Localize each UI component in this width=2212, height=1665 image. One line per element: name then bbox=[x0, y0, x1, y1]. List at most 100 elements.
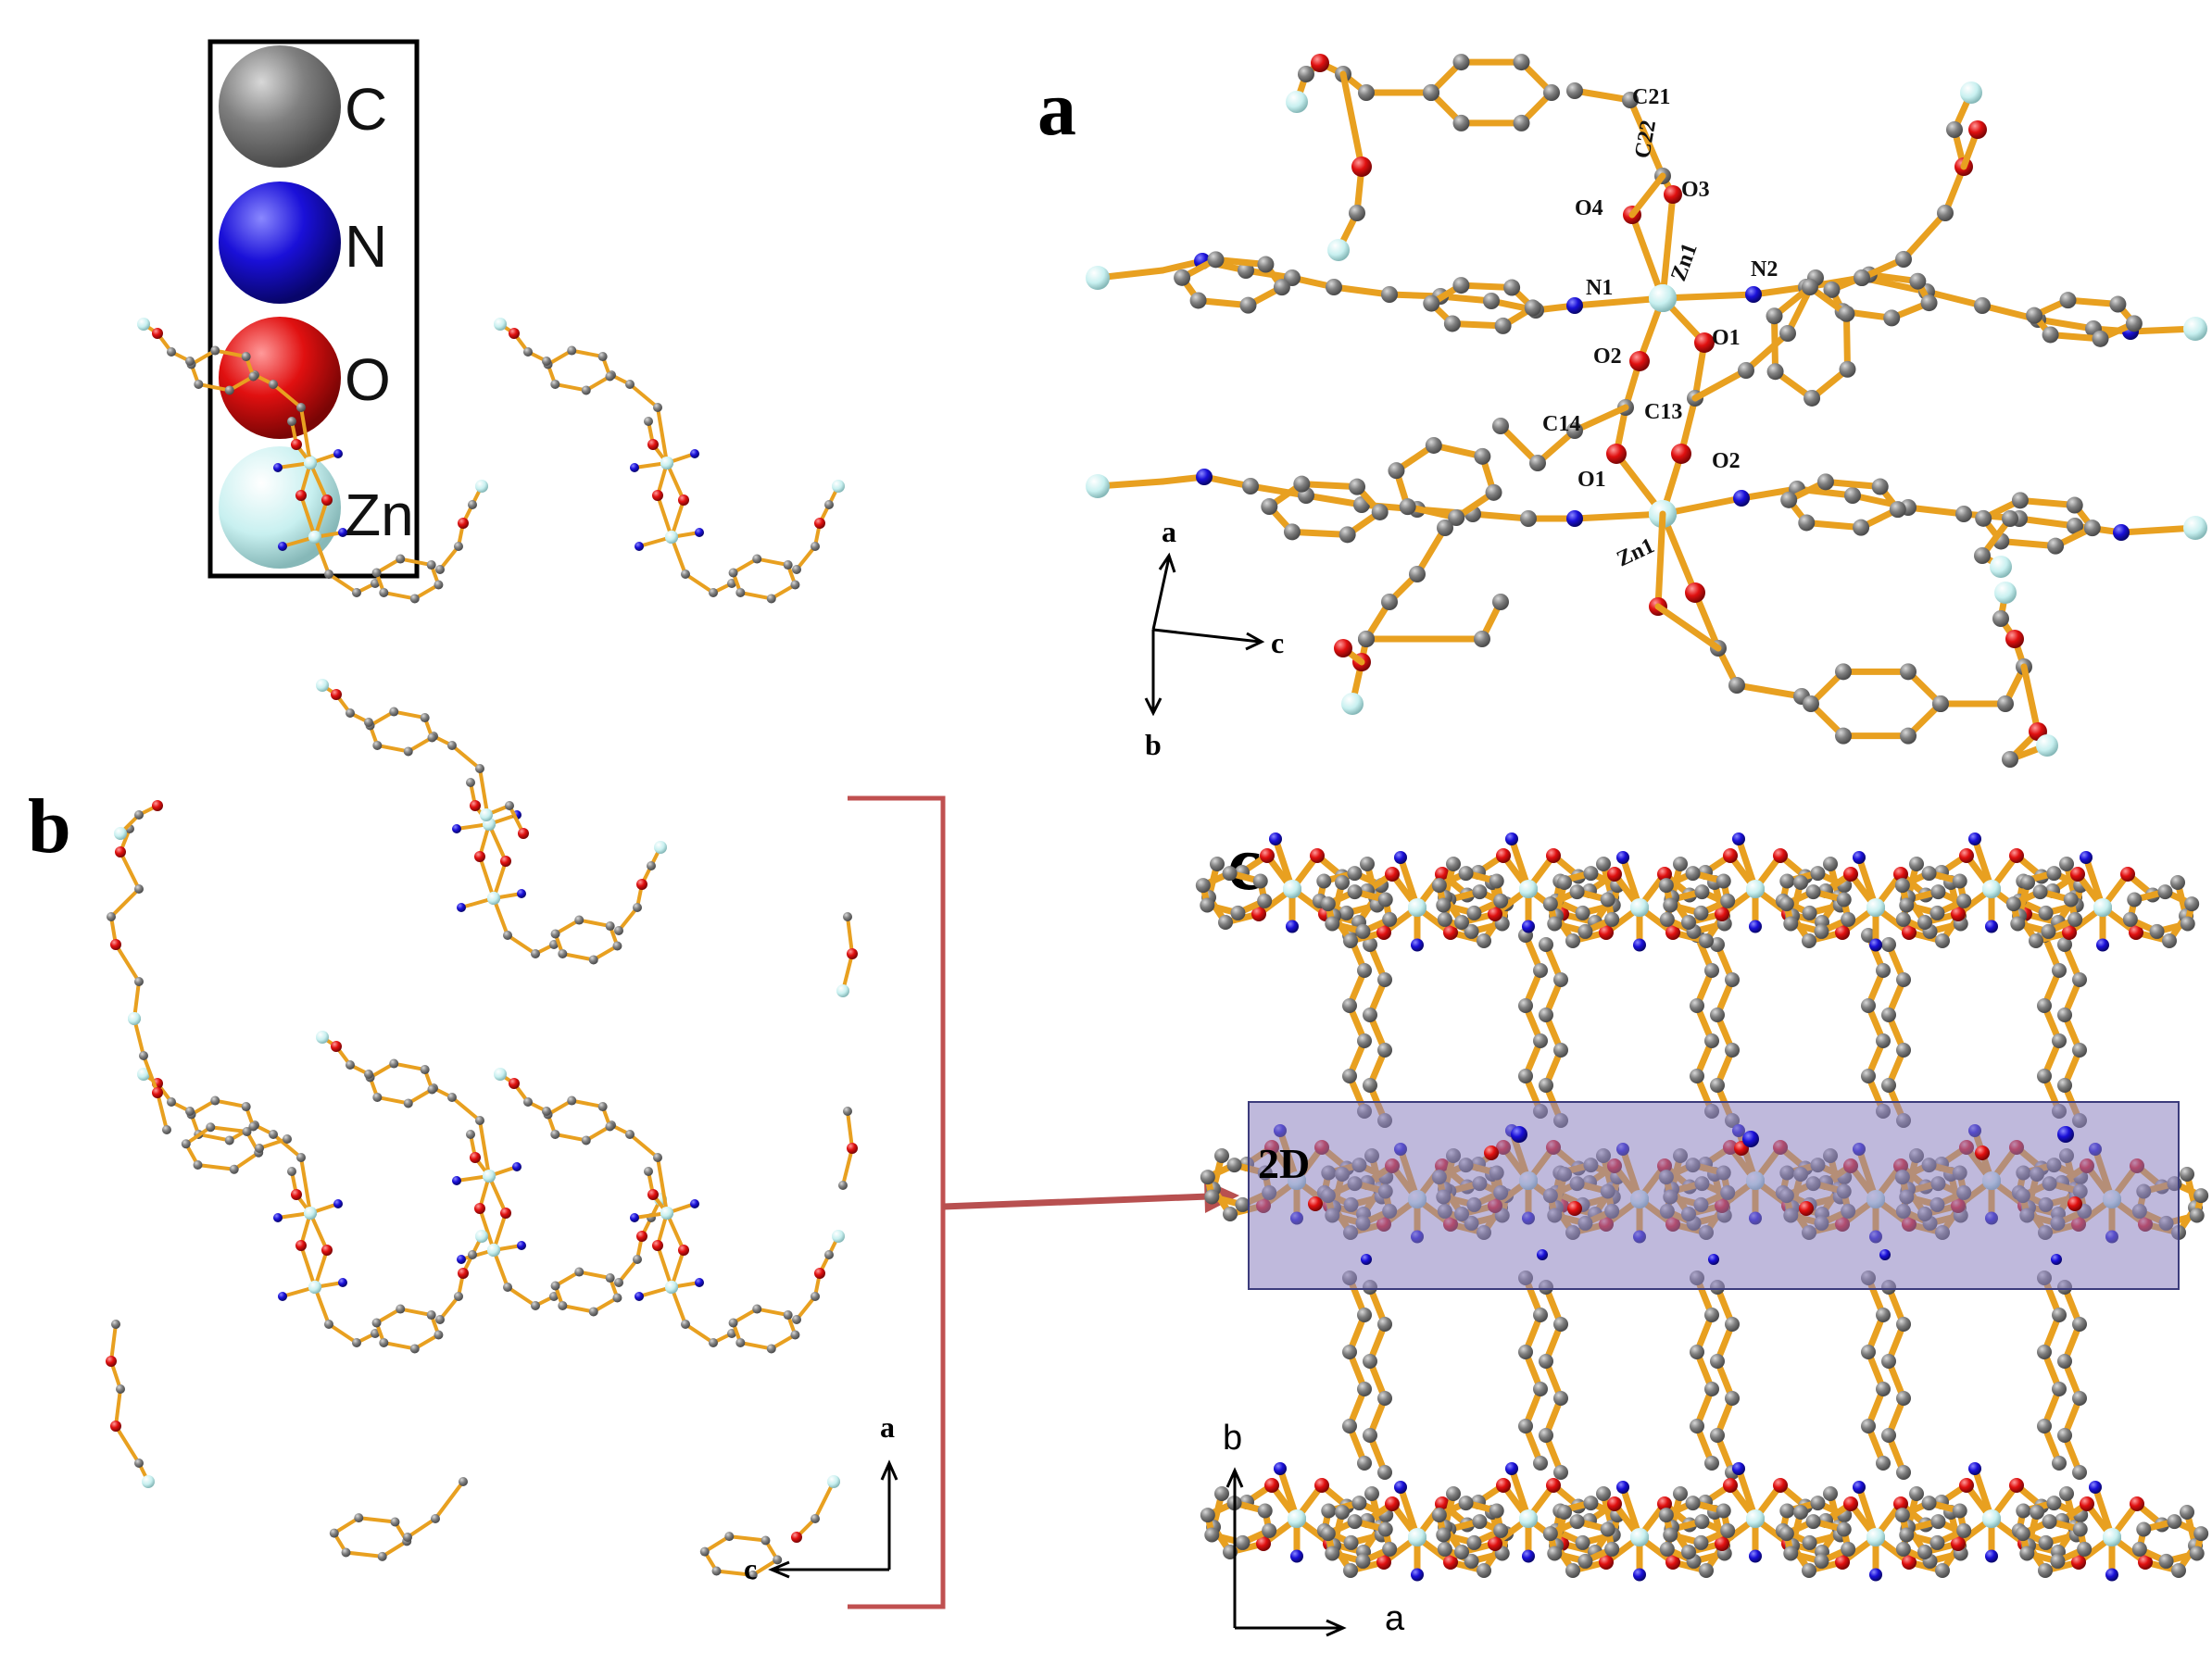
carbon-atom bbox=[426, 1310, 436, 1321]
carbon-atom bbox=[542, 1107, 551, 1116]
zinc-atom bbox=[1327, 239, 1350, 261]
zinc-atom bbox=[1960, 81, 1982, 104]
carbon-atom bbox=[1204, 1189, 1220, 1205]
oxygen-atom bbox=[652, 1240, 663, 1251]
oxygen-atom bbox=[1260, 848, 1275, 863]
carbon-atom bbox=[1261, 498, 1278, 516]
carbon-atom bbox=[633, 1255, 642, 1264]
carbon-atom bbox=[1725, 1043, 1740, 1058]
zinc-atom bbox=[827, 1475, 840, 1488]
carbon-atom bbox=[505, 801, 514, 810]
carbon-atom bbox=[711, 1566, 722, 1576]
carbon-atom bbox=[1464, 1553, 1479, 1569]
carbon-atom bbox=[324, 1320, 333, 1329]
carbon-atom bbox=[724, 1532, 735, 1542]
carbon-atom bbox=[1214, 1148, 1229, 1163]
oxygen-atom bbox=[814, 518, 825, 529]
panel-b-axis-c-label: c bbox=[744, 1552, 757, 1585]
carbon-atom bbox=[1853, 519, 1870, 536]
carbon-atom bbox=[2052, 1382, 2067, 1396]
carbon-atom bbox=[248, 1121, 258, 1132]
carbon-atom bbox=[735, 1337, 746, 1347]
carbon-atom bbox=[1956, 893, 1972, 908]
carbon-atom bbox=[2038, 1534, 2054, 1550]
carbon-atom bbox=[1388, 462, 1405, 480]
oxygen-atom bbox=[2130, 1496, 2144, 1511]
carbon-atom bbox=[134, 884, 144, 894]
carbon-atom bbox=[1489, 873, 1504, 889]
carbon-atom bbox=[811, 542, 820, 551]
carbon-atom bbox=[255, 1144, 264, 1153]
oxygen-atom bbox=[1951, 1536, 1966, 1551]
carbon-atom bbox=[558, 1300, 568, 1310]
carbon-atom bbox=[2042, 1514, 2057, 1530]
carbon-atom bbox=[811, 1514, 820, 1523]
carbon-atom bbox=[699, 1546, 710, 1557]
bond bbox=[258, 1137, 289, 1150]
bond bbox=[478, 855, 496, 900]
nitrogen-atom bbox=[1522, 1549, 1535, 1563]
carbon-atom bbox=[1876, 1308, 1891, 1322]
carbon-atom bbox=[1596, 857, 1611, 871]
carbon-atom bbox=[162, 1125, 171, 1134]
bond bbox=[213, 348, 248, 359]
oxygen-atom bbox=[470, 1152, 481, 1163]
carbon-atom bbox=[1492, 418, 1509, 434]
bond bbox=[1691, 367, 1750, 402]
carbon-atom bbox=[1946, 121, 1963, 138]
zinc-atom bbox=[1086, 266, 1110, 290]
carbon-atom bbox=[1437, 520, 1453, 536]
carbon-atom bbox=[1466, 1534, 1482, 1550]
carbon-atom bbox=[1553, 1317, 1568, 1332]
carbon-atom bbox=[523, 1097, 533, 1107]
carbon-atom bbox=[1663, 897, 1678, 913]
carbon-atom bbox=[431, 1514, 440, 1523]
carbon-atom bbox=[1454, 915, 1469, 930]
carbon-atom bbox=[2193, 1526, 2209, 1542]
nitrogen-atom bbox=[517, 1241, 526, 1250]
carbon-atom bbox=[2052, 1308, 2067, 1322]
carbon-atom bbox=[1472, 884, 1488, 900]
carbon-atom bbox=[550, 379, 560, 389]
carbon-atom bbox=[1347, 866, 1363, 882]
atom-label-c21: C21 bbox=[1632, 85, 1670, 109]
oxygen-atom bbox=[1968, 120, 1987, 139]
carbon-atom bbox=[1357, 1382, 1372, 1396]
carbon-atom bbox=[1349, 478, 1366, 495]
zinc-atom bbox=[2093, 898, 2112, 917]
nitrogen-atom bbox=[333, 1199, 343, 1208]
bond bbox=[1302, 492, 1365, 508]
carbon-atom bbox=[1553, 1043, 1568, 1058]
bond bbox=[313, 498, 329, 539]
carbon-atom bbox=[1377, 1043, 1392, 1058]
carbon-atom bbox=[389, 1058, 399, 1069]
panel-a: a C21 C22 O3 O4 Zn1 N1 N2 O2 O1 C14 C13 … bbox=[1037, 54, 2207, 768]
carbon-atom bbox=[2067, 911, 2083, 927]
carbon-atom bbox=[134, 977, 144, 986]
carbon-atom bbox=[1810, 866, 1826, 882]
bond bbox=[375, 1095, 410, 1106]
zinc-atom bbox=[475, 480, 488, 493]
carbon-atom bbox=[2057, 1008, 2072, 1022]
oxygen-atom bbox=[291, 1189, 302, 1200]
panel-a-axis-triad bbox=[1144, 552, 1265, 717]
carbon-atom bbox=[567, 345, 577, 356]
carbon-atom bbox=[1575, 905, 1590, 920]
carbon-atom bbox=[1494, 317, 1512, 334]
carbon-atom bbox=[475, 1116, 484, 1125]
zinc-atom bbox=[494, 1068, 507, 1081]
carbon-atom bbox=[346, 1060, 355, 1070]
carbon-atom bbox=[1539, 1354, 1553, 1369]
carbon-atom bbox=[1262, 1522, 1277, 1538]
nitrogen-atom bbox=[457, 1255, 466, 1264]
bond bbox=[738, 590, 773, 601]
carbon-atom bbox=[1881, 1078, 1896, 1093]
bond bbox=[2034, 316, 2097, 332]
oxygen-atom bbox=[1835, 1555, 1850, 1570]
carbon-atom bbox=[1738, 362, 1754, 379]
oxygen-atom bbox=[1799, 1201, 1814, 1216]
oxygen-atom bbox=[1264, 1478, 1279, 1493]
zinc-atom bbox=[2036, 734, 2058, 757]
carbon-atom bbox=[1861, 1419, 1876, 1433]
carbon-atom bbox=[2029, 933, 2043, 948]
